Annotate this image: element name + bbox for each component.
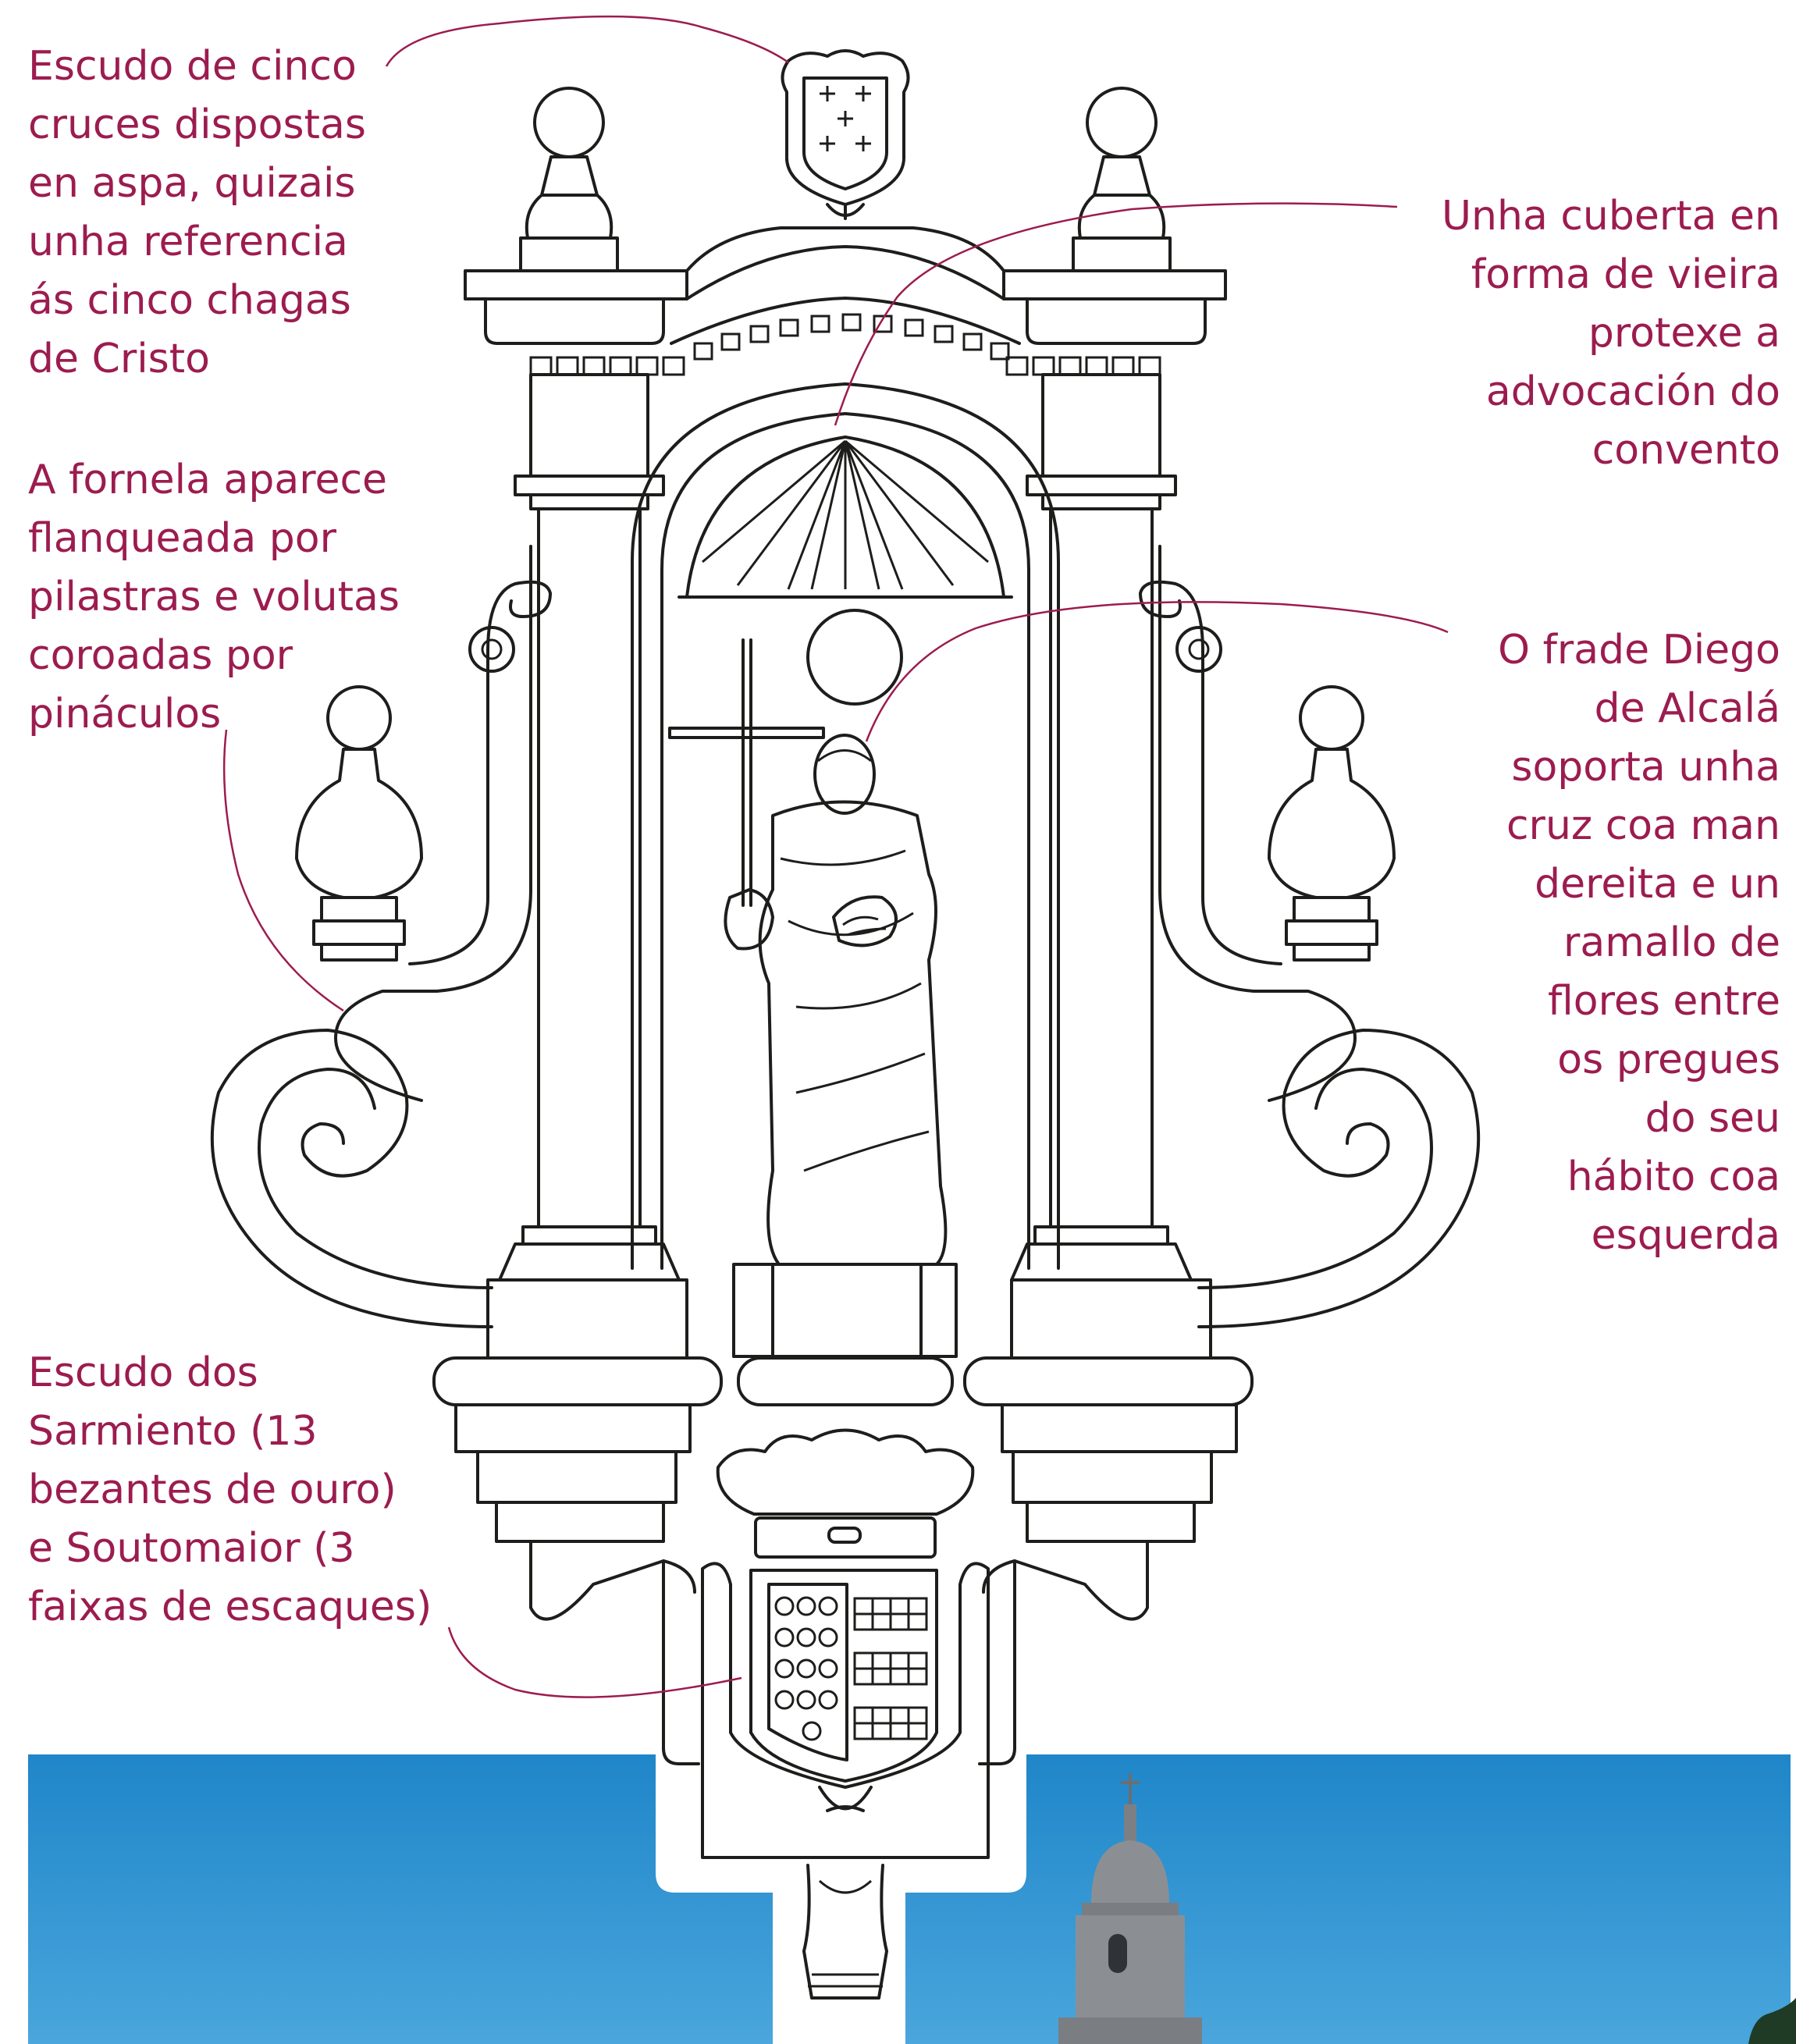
label-line: Sarmiento (13 [28,1408,318,1455]
label-vieira: Unha cuberta en forma de vieira protexe … [1442,187,1780,480]
label-line: esquerda [1591,1212,1780,1259]
right-top-pinnacle [1002,87,1227,345]
label-line: soporta unha [1511,744,1780,791]
label-line: en aspa, quizais [28,160,356,207]
label-line: ramallo de [1563,919,1780,966]
label-line: advocación do [1485,368,1780,415]
label-frade: O frade Diego de Alcalá soporta unha cru… [1498,621,1780,1265]
label-line: e Soutomaior (3 [28,1525,355,1572]
left-volute-pinnacle [295,685,423,962]
label-cinco-cruces: Escudo de cinco cruces dispostas en aspa… [28,37,366,389]
friar-statue [668,609,948,1266]
right-volute [1139,545,1481,1328]
bezants [774,1596,838,1741]
left-pilaster [486,373,688,1360]
label-line: flanqueada por [28,515,337,562]
label-line: do seu [1645,1095,1780,1142]
base-cornice [432,1356,1254,1765]
left-top-pinnacle [464,87,688,345]
sarmiento-soutomaior-shield-icon [701,1428,990,2000]
label-line: Unha cuberta en [1441,193,1780,240]
label-line: ás cinco chagas [28,277,351,324]
label-line: cruz coa man [1506,802,1780,849]
label-line: faixas de escaques) [28,1584,432,1630]
label-line: cruces dispostas [28,101,366,148]
label-line: protexe a [1588,310,1780,357]
statue-pedestal [732,1263,958,1406]
chequy-bends [853,1597,928,1740]
label-line: coroadas por [28,632,293,679]
left-volute [210,545,552,1328]
label-line: de Cristo [28,336,210,382]
label-line: Escudo de cinco [28,43,357,90]
label-line: convento [1592,427,1780,474]
niche-drawing [210,49,1481,2000]
right-volute-pinnacle [1268,685,1396,962]
scallop-shell [678,435,1013,599]
label-line: flores entre [1548,978,1780,1025]
five-crosses-shield-icon [781,49,910,220]
label-sarmiento: Escudo dos Sarmiento (13 bezantes de our… [28,1344,432,1637]
label-line: A fornela aparece [28,457,388,503]
label-line: pináculos [28,691,222,738]
label-line: dereita e un [1535,861,1780,908]
right-pilaster [1010,373,1212,1360]
label-line: os pregues [1557,1036,1780,1083]
label-line: bezantes de ouro) [28,1466,397,1513]
background-photo [28,1754,1796,2044]
label-line: O frade Diego [1498,627,1780,674]
label-line: hábito coa [1567,1154,1780,1200]
label-line: Escudo dos [28,1349,258,1396]
label-fornela: A fornela aparece flanqueada por pilastr… [28,451,400,744]
label-line: unha referencia [28,219,348,265]
niche-arch [631,382,1060,1270]
bell-tower [1058,1773,1202,2044]
label-line: forma de vieira [1471,251,1780,298]
tree [1748,1998,1796,2044]
label-line: de Alcalá [1594,685,1780,732]
leader-lines [222,15,1449,1698]
label-line: pilastras e volutas [28,574,400,620]
